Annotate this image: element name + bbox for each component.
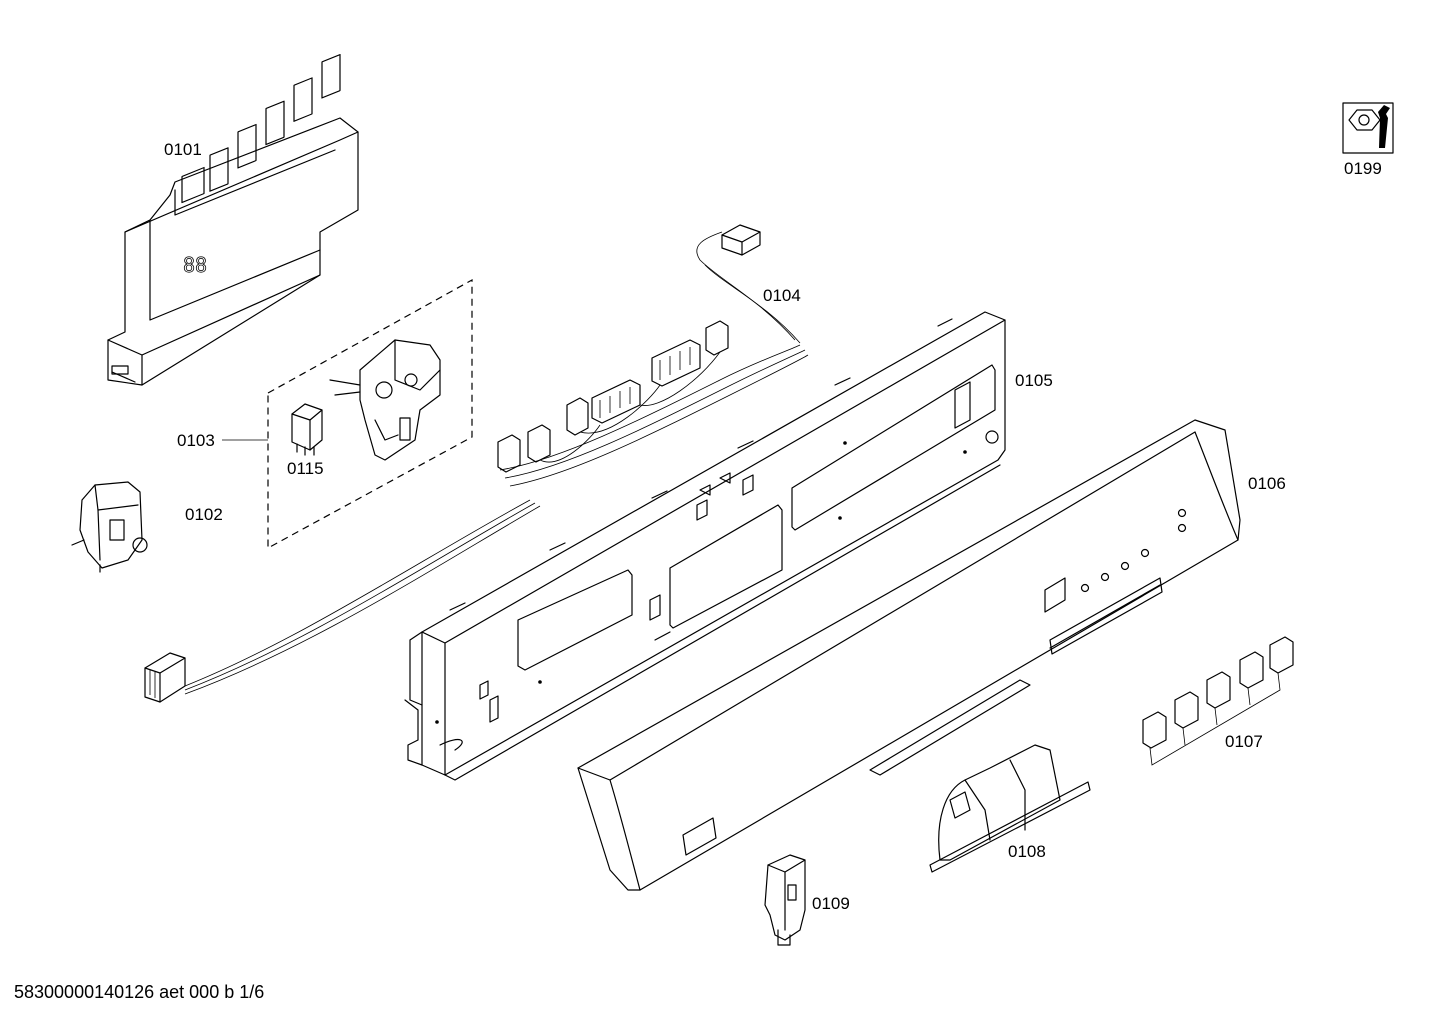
label-0115: 0115	[287, 459, 324, 478]
label-0105: 0105	[1015, 371, 1053, 390]
part-0104-wiring-harness[interactable]	[144, 224, 809, 703]
label-0109: 0109	[812, 894, 850, 913]
door-lock-assembly	[329, 339, 441, 461]
part-0109-clip[interactable]	[764, 854, 806, 946]
wrench-nut-icon	[1342, 102, 1394, 154]
document-code: 58300000140126 aet 000 b 1/6	[14, 982, 265, 1002]
label-0107: 0107	[1225, 732, 1263, 751]
part-0103-group[interactable]	[222, 278, 473, 550]
label-0103: 0103	[177, 431, 215, 450]
part-0115-suppressor[interactable]	[291, 403, 323, 456]
label-0102: 0102	[185, 505, 223, 524]
svg-text:88: 88	[183, 253, 207, 277]
label-0108: 0108	[1008, 842, 1046, 861]
part-0105-panel-frame[interactable]	[404, 311, 1006, 781]
label-0104: 0104	[763, 286, 801, 305]
label-0106: 0106	[1248, 474, 1286, 493]
label-0101: 0101	[164, 140, 202, 159]
label-0199: 0199	[1344, 159, 1382, 178]
part-0106-fascia[interactable]	[577, 419, 1241, 891]
part-0107-buttons[interactable]	[1142, 636, 1294, 766]
part-0108-handle[interactable]	[929, 744, 1091, 873]
part-0101-control-module[interactable]: 88	[107, 53, 359, 386]
part-0102-switch[interactable]	[71, 481, 148, 573]
